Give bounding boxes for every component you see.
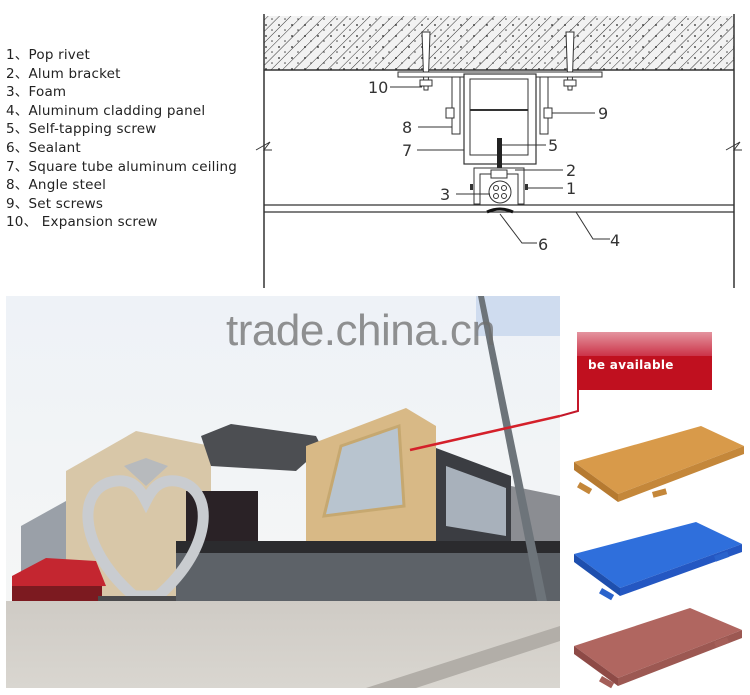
- legend-item: 6、Sealant: [6, 139, 81, 156]
- diagram-label-3: 3: [440, 185, 450, 204]
- diagram-label-1: 1: [566, 179, 576, 198]
- legend-item: 1、Pop rivet: [6, 47, 90, 63]
- panel-terracotta: [574, 608, 742, 689]
- concrete-slab: [264, 16, 734, 71]
- panel-gold: [574, 426, 744, 502]
- diagram-label-8: 8: [402, 118, 412, 137]
- legend-item: 8、Angle steel: [6, 177, 107, 194]
- panel-color-samples: [574, 426, 744, 689]
- diagram-label-9: 9: [598, 104, 608, 123]
- legend-item: 5、Self-tapping screw: [6, 121, 157, 138]
- availability-callout: be available: [577, 332, 712, 390]
- installation-section-diagram: 10 9 8 7 5 2 3 1 6 4: [255, 14, 742, 288]
- diagram-label-10: 10: [368, 78, 388, 97]
- legend-item: 3、Foam: [6, 84, 67, 101]
- diagram-label-4: 4: [610, 231, 620, 250]
- mall-facade-photo: [6, 296, 560, 688]
- diagram-label-2: 2: [566, 161, 576, 180]
- legend-item: 9、Set screws: [6, 195, 104, 212]
- diagram-label-5: 5: [548, 136, 558, 155]
- legend-item: 2、Alum bracket: [6, 65, 121, 82]
- trade-china-watermark: trade.china.cn: [226, 306, 496, 355]
- diagram-label-6: 6: [538, 235, 548, 254]
- panel-blue: [574, 522, 742, 601]
- parts-legend: 1、Pop rivet 2、Alum bracket 3、Foam 4、Alum…: [6, 46, 237, 232]
- callout-box: [577, 356, 712, 390]
- legend-item: 10、 Expansion screw: [6, 214, 158, 231]
- callout-fade: [577, 332, 712, 358]
- legend-item: 7、Square tube aluminum ceiling: [6, 158, 238, 175]
- legend-item: 4、Aluminum cladding panel: [6, 102, 206, 119]
- callout-text: be available: [588, 358, 674, 372]
- diagram-label-7: 7: [402, 141, 412, 160]
